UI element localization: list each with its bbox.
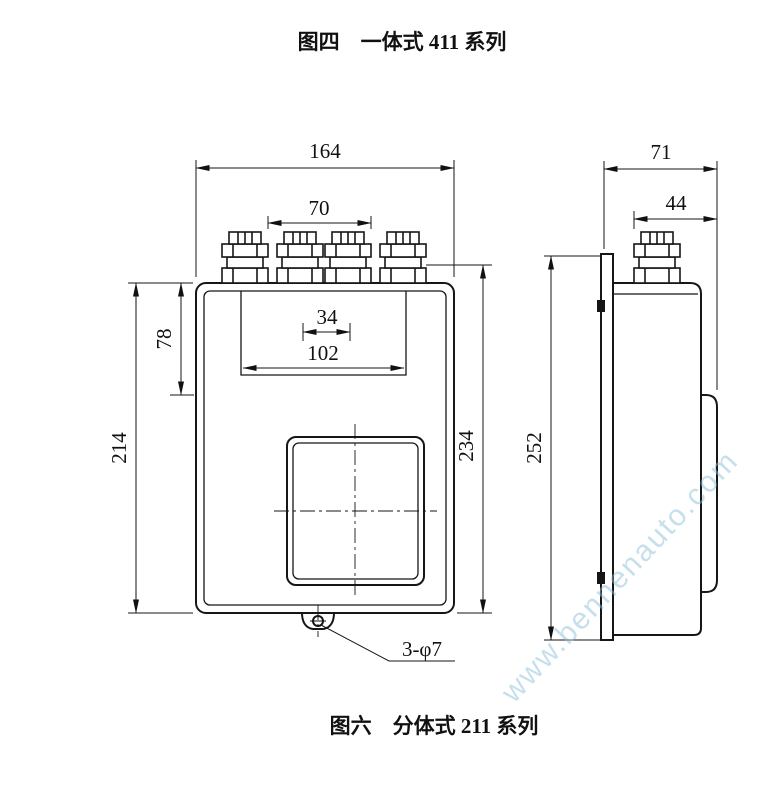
side-cable-gland — [633, 231, 681, 284]
figure-top-title: 图四 一体式 411 系列 — [298, 30, 507, 54]
dim-text-upper-height: 78 — [152, 329, 176, 350]
dim-overall-depth: 71 — [603, 140, 718, 390]
dim-upper-height: 78 — [152, 282, 194, 396]
dim-gland-span: 70 — [267, 196, 372, 229]
dim-text-overall-height: 234 — [454, 430, 478, 462]
mounting-lug — [301, 612, 335, 630]
cable-gland-3 — [324, 231, 372, 284]
leader-line — [320, 624, 455, 662]
hole-callout-text: 3-φ7 — [402, 637, 442, 661]
dim-overall-height: 234 — [426, 264, 492, 614]
dim-text-cutout-width: 34 — [317, 305, 339, 329]
dim-text-body-height: 214 — [107, 432, 131, 464]
front-outline-inner — [203, 290, 447, 606]
flange-clip-bottom — [597, 572, 605, 584]
dim-body-height: 214 — [107, 282, 193, 614]
cable-gland-1 — [221, 231, 269, 284]
cable-gland-2 — [276, 231, 324, 284]
dim-text-side-height: 252 — [522, 432, 546, 464]
cable-gland-4 — [379, 231, 427, 284]
dim-text-overall-width: 164 — [309, 139, 341, 163]
dim-overall-width: 164 — [195, 139, 455, 277]
dim-text-gland-span: 70 — [309, 196, 330, 220]
dim-text-gland-width: 44 — [666, 191, 688, 215]
dim-text-inner-width: 102 — [307, 341, 339, 365]
dim-inner-width: 102 — [242, 341, 405, 371]
front-view: 3-φ7 164 70 34 102 — [107, 139, 492, 662]
dim-text-overall-depth: 71 — [651, 140, 672, 164]
dim-side-height: 252 — [522, 255, 600, 641]
flange-clip-top — [597, 300, 605, 312]
dim-cutout-width: 34 — [302, 305, 351, 341]
terminal-area-outline — [240, 291, 407, 376]
side-view: 71 44 252 — [522, 140, 718, 641]
figure-bottom-title: 图六 分体式 211 系列 — [330, 714, 539, 738]
side-bulge-outline — [701, 394, 718, 593]
side-body-outline — [612, 282, 702, 636]
dim-gland-width: 44 — [633, 191, 718, 229]
